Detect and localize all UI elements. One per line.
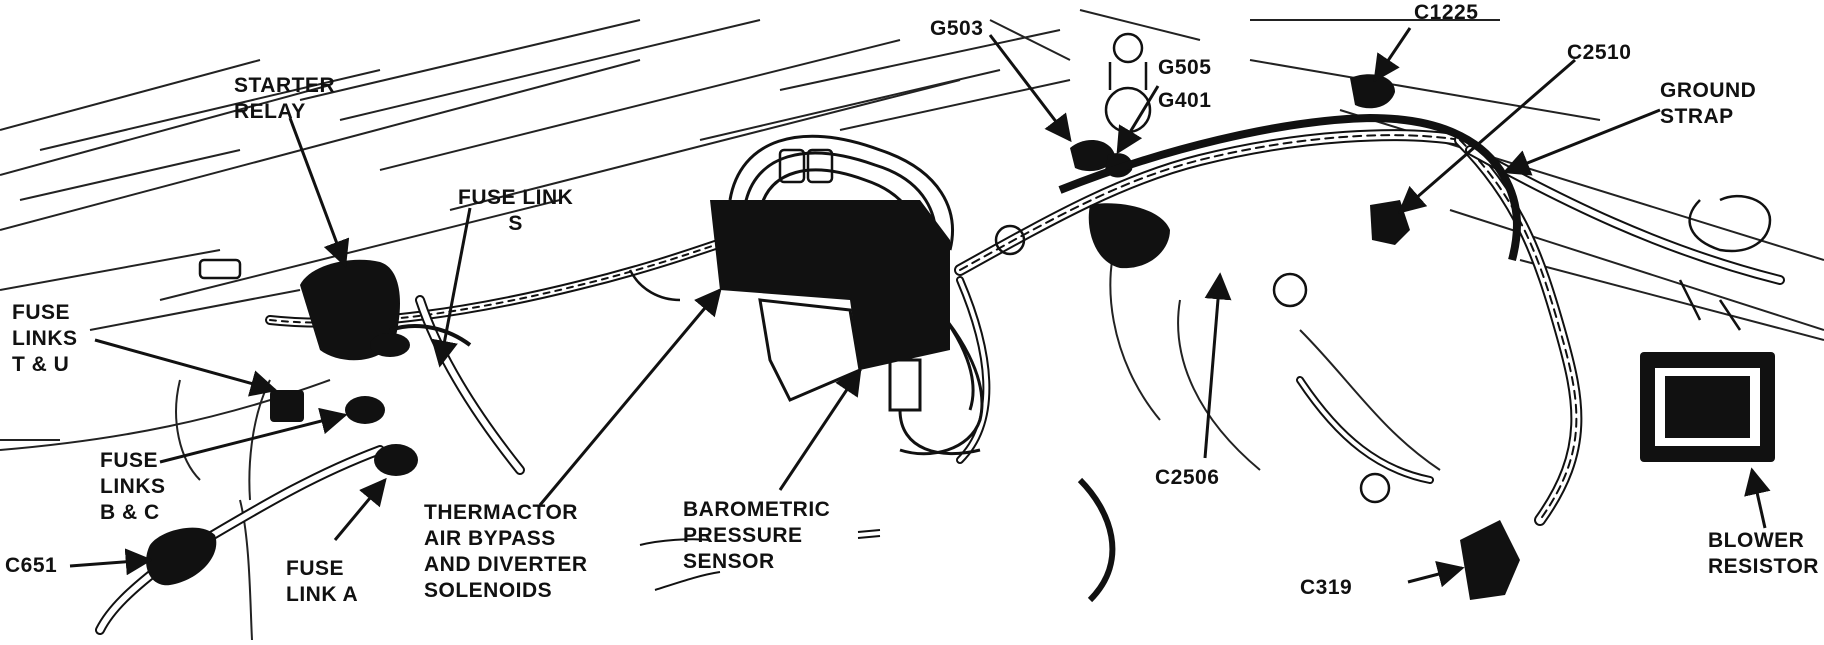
fender-panel-lines xyxy=(0,9,1824,341)
label-c2506: C2506 xyxy=(1155,466,1220,489)
engine-details xyxy=(198,32,1772,504)
connectors xyxy=(146,74,1775,603)
label-c319: C319 xyxy=(1300,576,1353,599)
starter-relay-shape xyxy=(300,259,472,361)
label-g503: G503 xyxy=(930,17,984,40)
label-c2510: C2510 xyxy=(1567,41,1632,64)
leader-arrows xyxy=(69,27,1771,588)
barometric-pressure-sensor xyxy=(710,200,981,456)
ground-strap-shape xyxy=(1058,113,1521,262)
label-c651: C651 xyxy=(5,554,58,577)
label-g401: G401 xyxy=(1158,89,1212,112)
label-g505: G505 xyxy=(1158,56,1212,79)
label-c1225: C1225 xyxy=(1414,1,1479,24)
stray-marks xyxy=(639,529,881,591)
